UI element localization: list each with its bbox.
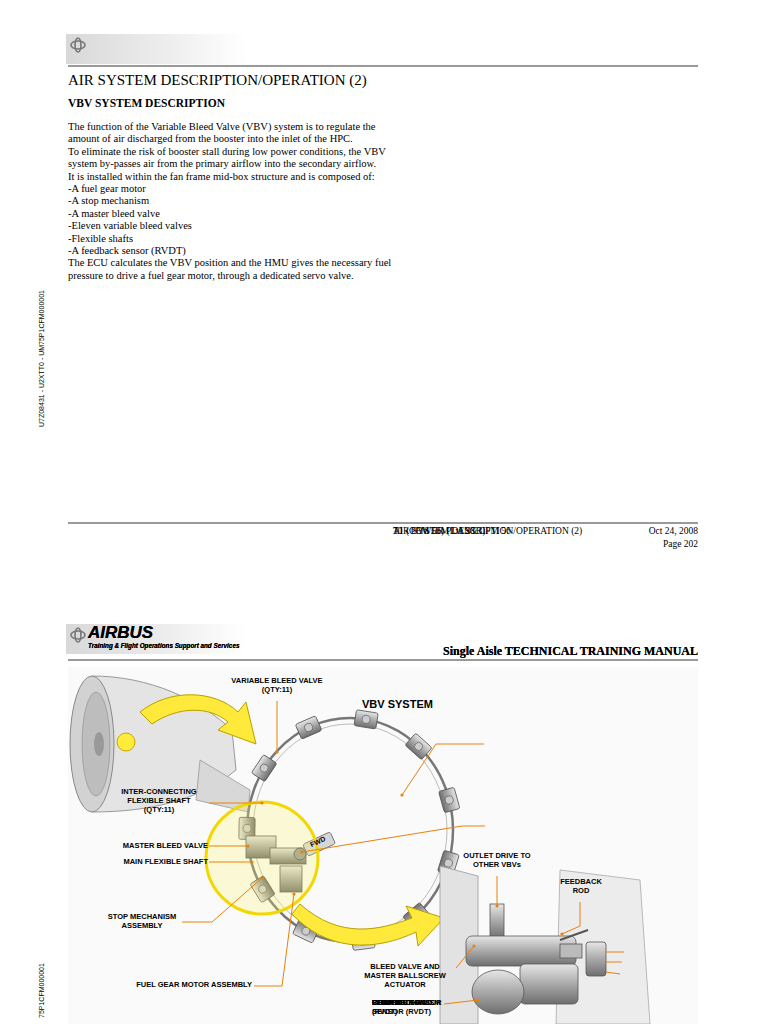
logo-text: AIRBUS [88,623,168,643]
callout-label: INTER-CONNECTING FLEXIBLE SHAFT (QTY:11) [112,787,206,814]
bleed-valve [295,716,322,739]
body-paragraph: -A fuel gear motor [68,183,394,195]
leader-lines [182,701,624,1004]
footer-text: AIR SYSTEM DESCRIPTION/OPERATION (2) [393,526,593,537]
figure-ground [68,667,698,1024]
bleed-valve [354,710,378,729]
footer-rule [68,523,698,524]
callout-label: MASTER BLEED VALVE [104,841,208,850]
body-paragraph: The ECU calculates the VBV position and … [68,257,394,282]
manual-title: Single Aisle TECHNICAL TRAINING MANUAL [398,644,698,658]
bleed-valve [439,787,460,812]
body-paragraph: To eliminate the risk of booster stall d… [68,146,394,171]
callout-label: STOP MECHANISM ASSEMBLY [104,912,180,930]
callout-label: VARIABLE BLEED VALVE (QTY:11) [218,676,336,694]
page-title: AIR SYSTEM DESCRIPTION/OPERATION (2) [68,71,367,89]
leader-dots [246,750,563,1001]
body-paragraph: It is installed within the fan frame mid… [68,171,394,183]
body-paragraph: The function of the Variable Bleed Valve… [68,121,394,146]
zoom-circle [206,802,318,914]
actuator-detail [440,866,650,1024]
logo-tagline: Training & Flight Operations Support and… [88,642,248,650]
callout-label: FUEL GEAR MOTOR ASSEMBLY [126,980,252,989]
section-heading: VBV SYSTEM DESCRIPTION [68,97,368,111]
callout-label: FEEDBACK ROD [556,877,606,895]
callout-label: STOP MECHANISM [372,998,444,1007]
callout-label: OUTLET DRIVE TO OTHER VBVs [463,851,531,869]
logo-mark [71,628,85,642]
footer-text: Page 202 [598,539,698,550]
logo-band [66,34,246,64]
header-rule [68,66,698,67]
callout-label: BLEED VALVE AND MASTER BALLSCREW ACTUATO… [358,962,452,989]
document-code: U7Z08431 - U2XTT0 - UM75P1CFM000001 [38,290,46,427]
body-paragraph: -A feedback sensor (RVDT) [68,245,394,257]
logo-mark [71,38,85,52]
logo-band [66,624,246,654]
figure-title: VBV SYSTEM [362,698,452,711]
zoom-arrow [292,904,444,946]
footer-text: Oct 24, 2008 [598,526,698,537]
body-paragraph: -Eleven variable bleed valves [68,220,394,232]
bleed-valve [251,755,276,782]
body-text: The function of the Variable Bleed Valve… [68,121,394,282]
body-paragraph: -A stop mechanism [68,195,394,207]
body-paragraph: -A master bleed valve [68,208,394,220]
pointer-arrow [140,695,256,744]
body-paragraph: -Flexible shafts [68,233,394,245]
document-code: 75P1CFM000001 [38,963,46,1018]
callout-label: MAIN FLEXIBLE SHAFT [104,857,208,866]
header-rule [68,660,698,661]
